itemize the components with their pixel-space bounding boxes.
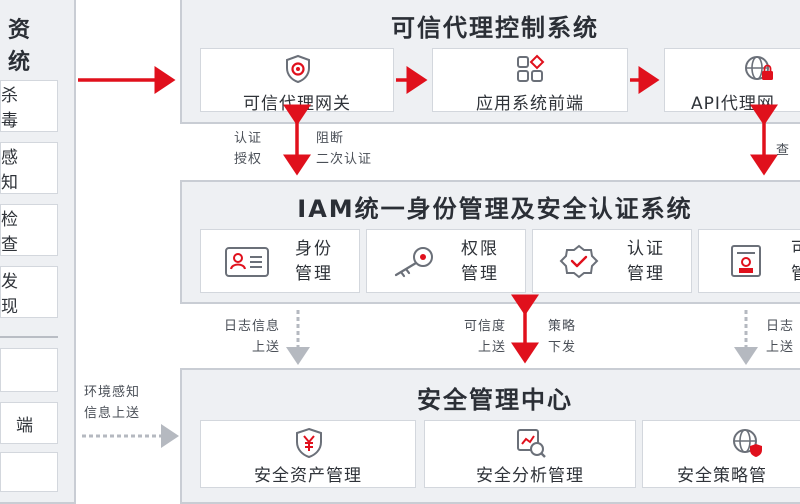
note-auth-line2: 授权 [234,152,263,167]
app-frontend-box: 应用系统前端 [432,48,628,114]
security-analysis-mgmt-label: 安全分析管理 [476,466,584,486]
api-proxy-gateway-box: API代理网 [664,48,800,114]
security-policy-mgmt-box: 安全策略管 [642,420,800,488]
security-analysis-mgmt-box: 安全分析管理 [424,420,636,488]
globe-lock-icon [745,56,773,80]
auth-mgmt-line2: 管理 [627,264,665,284]
permission-mgmt-box: 权限 管理 [366,229,526,293]
trusted-proxy-gateway-box: 可信代理网关 [200,48,394,114]
left-item-terminal: 端 [0,402,58,444]
identity-mgmt-line1: 身份 [295,239,333,259]
magnifier-chart-icon [517,429,546,458]
note-log-left-line1: 日志信息 [223,319,280,334]
note-log-upload-right: 日志 上送 [766,316,794,358]
note-block-line2: 二次认证 [316,152,373,167]
left-item-7 [0,452,58,492]
note-auth-line1: 认证 [234,131,263,146]
left-panel-title-top: 资 [8,18,31,43]
note-policy-issue: 策略 下发 [548,316,576,358]
shield-icon [286,54,310,84]
left-divider [0,336,58,338]
left-item-5 [0,348,58,392]
note-trust-line1: 可信度 [463,319,506,334]
globe-shield-icon [733,429,762,457]
note-log-upload-left: 日志信息 上送 [196,316,280,358]
note-trust-upload: 可信度 上送 [436,316,506,358]
app-frontend-label: 应用系统前端 [476,94,584,114]
apps-grid-icon [517,54,545,82]
note-auth-authorize: 认证 授权 [234,128,262,170]
trusted-proxy-control-title: 可信代理控制系统 [391,14,599,42]
badge-check-icon [559,244,599,279]
security-asset-mgmt-label: 安全资产管理 [254,466,362,486]
identity-mgmt-line2: 管理 [295,264,333,284]
trust-mgmt-line1: 可 [791,238,800,261]
note-policy-line2: 下发 [548,340,577,355]
note-env-sense-upload: 环境感知 信息上送 [84,382,140,424]
key-icon [394,247,433,278]
note-block-line1: 阻断 [316,131,345,146]
auth-mgmt-box: 认证 管理 [532,229,692,293]
trust-mgmt-line2: 管 [791,263,800,286]
note-block-reauth: 阻断 二次认证 [316,128,372,170]
note-log-right-line1: 日志 [766,319,795,334]
note-env-line1: 环境感知 [84,385,141,400]
permission-mgmt-line2: 管理 [461,264,499,284]
left-item-inspection: 检查 [0,204,58,256]
left-item-antivirus: 杀毒 [0,80,58,132]
security-asset-mgmt-box: 安全资产管理 [200,420,416,488]
note-log-right-line2: 上送 [766,340,795,355]
note-policy-line1: 策略 [548,319,577,334]
left-panel-title-bottom: 统 [8,50,31,75]
left-item-perception: 感知 [0,142,58,194]
note-trust-line2: 上送 [477,340,506,355]
note-env-line2: 信息上送 [84,406,141,421]
document-stamp-icon [731,245,761,277]
security-mgmt-center-title: 安全管理中心 [417,386,573,414]
note-right-partial: 查 [776,143,791,158]
note-log-left-line2: 上送 [251,340,280,355]
left-item-discovery: 发现 [0,266,58,318]
auth-mgmt-line1: 认证 [627,239,665,259]
iam-title: IAM统一身份管理及安全认证系统 [297,195,693,223]
permission-mgmt-line1: 权限 [461,239,499,259]
identity-mgmt-box: 身份 管理 [200,229,360,293]
security-policy-mgmt-label: 安全策略管 [677,466,767,486]
shield-yen-icon [296,427,322,459]
trusted-proxy-gateway-label: 可信代理网关 [243,94,351,114]
id-card-icon [225,247,269,277]
trust-mgmt-box: 可 管 [698,229,800,293]
